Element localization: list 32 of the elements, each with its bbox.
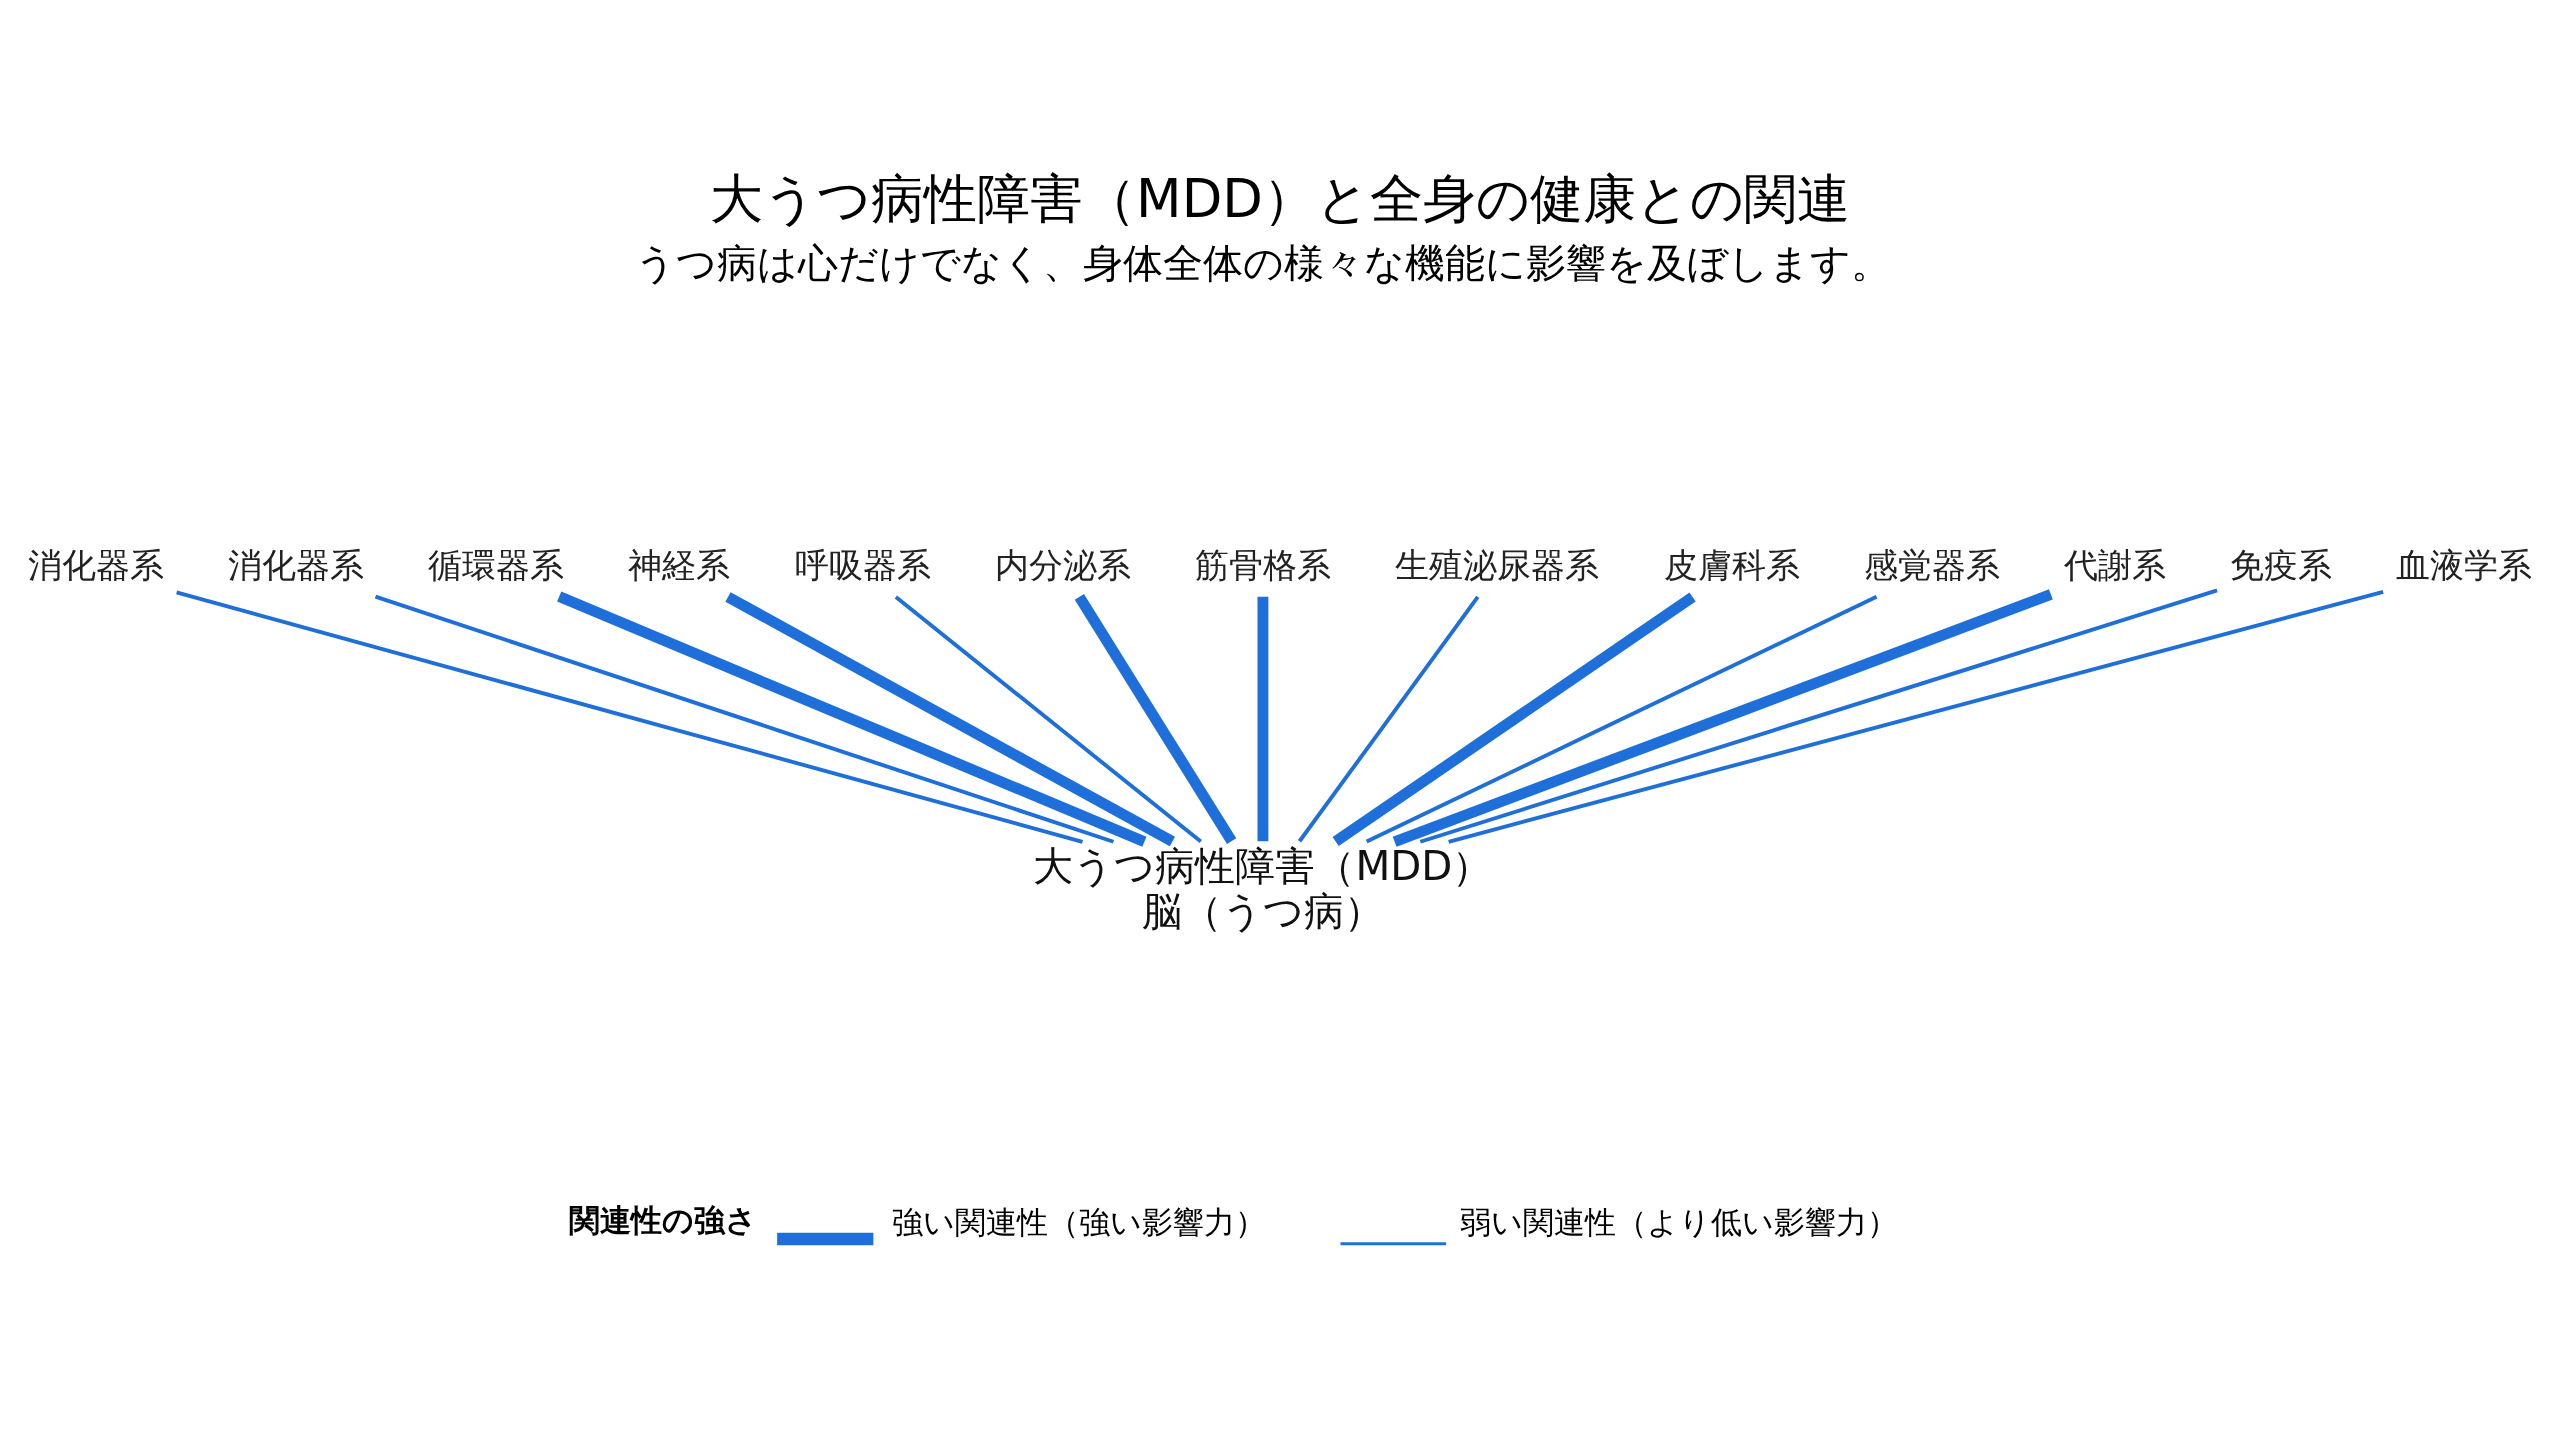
node-text: 消化器系	[27, 545, 164, 586]
connector	[1419, 588, 2218, 844]
connector	[1297, 595, 1480, 843]
node-text: 循環器系	[428, 545, 565, 586]
node-text: 神経系	[628, 545, 731, 586]
connector	[1257, 596, 1269, 842]
diagram-title: 大うつ病性障害（MDD）と全身の健康との関連	[710, 167, 1850, 229]
node-text: 皮膚科系	[1663, 545, 1800, 586]
node-text: 血液学系	[2396, 545, 2533, 586]
node-text: 大うつ病性障害（MDD） 脳（うつ病）	[1033, 843, 1493, 936]
node-text: 消化器系	[228, 545, 365, 586]
node-text: 感覚器系	[1863, 545, 2000, 586]
node-text: 内分泌系	[994, 545, 1131, 586]
node-text: 代謝系	[2063, 545, 2166, 586]
node-text: 呼吸器系	[794, 545, 931, 586]
connector	[725, 592, 1175, 847]
connector	[176, 590, 1083, 844]
connector	[894, 595, 1202, 844]
legend-label: 強い関連性（強い影響力）	[892, 1203, 1267, 1240]
connector	[1332, 592, 1696, 847]
legend-label: 弱い関連性（より低い影響力）	[1460, 1203, 1899, 1240]
node-text: 生殖泌尿器系	[1395, 545, 1600, 586]
connector	[1074, 594, 1237, 845]
connector	[1365, 594, 1878, 844]
connector	[1448, 589, 2384, 844]
connector	[1392, 589, 2053, 847]
label: 関連性の強さ	[569, 1202, 758, 1239]
connector	[557, 591, 1147, 847]
node-text: 免疫系	[2230, 545, 2333, 586]
label: うつ病は心だけでなく、身体全体の様々な機能に影響を及ぼします。	[634, 239, 1891, 287]
connector	[374, 594, 1115, 844]
node-text: 筋骨格系	[1194, 545, 1331, 586]
